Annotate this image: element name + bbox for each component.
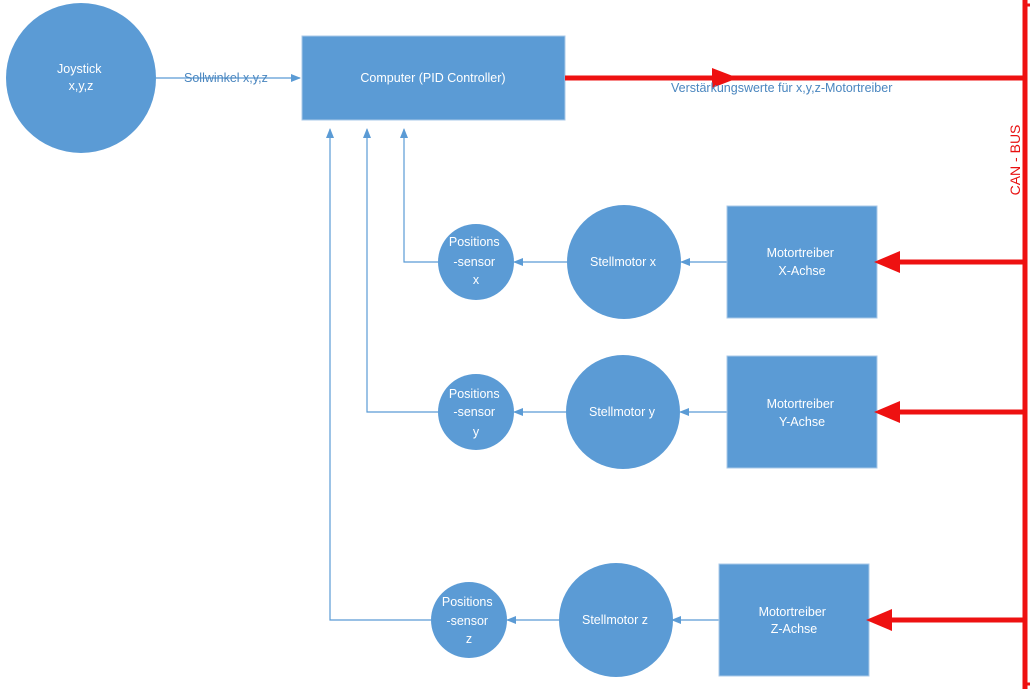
sensor-z-node bbox=[431, 582, 507, 658]
feedback-z bbox=[326, 128, 431, 621]
driver-z-node bbox=[718, 563, 870, 677]
verstaerkung-label: Verstärkungswerte für x,y,z-Motortreiber bbox=[671, 81, 892, 95]
computer-node bbox=[301, 35, 566, 121]
sensor-x-label: Positions -sensor x bbox=[449, 235, 503, 287]
motor-y-label: Stellmotor y bbox=[589, 405, 656, 419]
motor-z-label: Stellmotor z bbox=[582, 613, 648, 627]
bus-arrow-driver-y bbox=[874, 401, 900, 423]
motor-x-node bbox=[567, 205, 681, 319]
sensor-y-label: Positions -sensor y bbox=[449, 387, 503, 439]
computer-label: Computer (PID Controller) bbox=[360, 71, 505, 85]
motor-z-node bbox=[559, 563, 673, 677]
sensor-y-node bbox=[438, 374, 514, 450]
feedback-y bbox=[363, 128, 438, 413]
driver-x-node bbox=[726, 205, 878, 319]
bus-arrow-driver-z bbox=[866, 609, 892, 631]
bus-arrow-driver-x bbox=[874, 251, 900, 273]
driver-y-node bbox=[726, 355, 878, 469]
driver-y-label: Motortreiber Y-Achse bbox=[767, 397, 838, 429]
sensor-z-label: Positions -sensor z bbox=[442, 595, 496, 646]
joystick-node bbox=[6, 3, 156, 153]
driver-z-label: Motortreiber Z-Achse bbox=[759, 605, 830, 636]
feedback-x bbox=[400, 128, 438, 263]
sollwinkel-label: Sollwinkel x,y,z bbox=[184, 71, 268, 85]
can-bus-label: CAN - BUS bbox=[1007, 125, 1023, 196]
joystick-label: Joystick x,y,z bbox=[57, 62, 105, 93]
sensor-x-node bbox=[438, 224, 514, 300]
motor-y-node bbox=[566, 355, 680, 469]
motor-x-label: Stellmotor x bbox=[590, 255, 657, 269]
driver-x-label: Motortreiber X-Achse bbox=[767, 246, 838, 278]
bus-flow-arrow bbox=[712, 68, 738, 88]
